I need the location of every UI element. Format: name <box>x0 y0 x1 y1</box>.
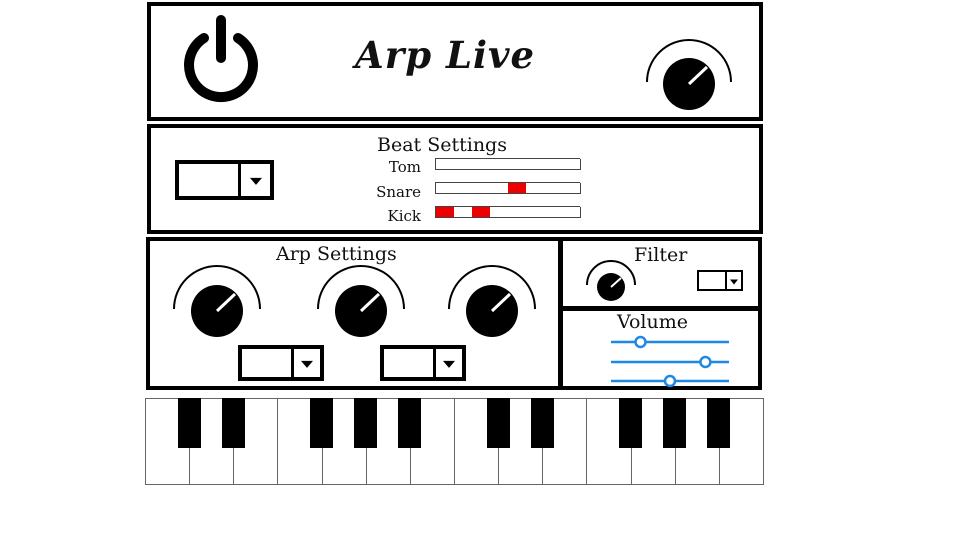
beat-step[interactable] <box>508 159 527 170</box>
piano-black-key[interactable] <box>530 398 554 448</box>
piano-black-key[interactable] <box>486 398 510 448</box>
beat-row-label-kick: Kick <box>387 207 422 225</box>
dropdown-arrow-icon <box>725 272 741 289</box>
volume-slider-1[interactable] <box>609 335 731 349</box>
filter-title: Filter <box>634 244 688 266</box>
piano-black-key[interactable] <box>354 398 378 448</box>
arp-dropdown-2[interactable] <box>380 345 466 381</box>
beat-step[interactable] <box>508 183 527 194</box>
arp-settings-title: Arp Settings <box>276 243 397 265</box>
beat-settings-title: Beat Settings <box>377 134 507 156</box>
volume-panel: Volume <box>559 307 762 390</box>
beat-step[interactable] <box>526 207 545 218</box>
beat-step[interactable] <box>436 159 455 170</box>
dropdown-arrow-icon <box>291 349 320 377</box>
beat-step[interactable] <box>562 159 581 170</box>
beat-step[interactable] <box>454 183 473 194</box>
app-title: Arp Live <box>355 33 536 77</box>
arp-knob-3[interactable] <box>444 261 540 341</box>
piano-black-key[interactable] <box>398 398 422 448</box>
piano-keyboard <box>145 398 764 485</box>
piano-black-key[interactable] <box>221 398 245 448</box>
beat-step[interactable] <box>454 159 473 170</box>
arp-dropdown-1[interactable] <box>238 345 324 381</box>
slider-thumb-icon <box>699 355 712 369</box>
beat-settings-panel: Beat Settings Tom Snare Kick <box>147 124 763 234</box>
filter-panel: Filter <box>559 237 762 310</box>
piano-black-key[interactable] <box>177 398 201 448</box>
slider-thumb-icon <box>634 335 647 349</box>
beat-step[interactable] <box>562 183 581 194</box>
dropdown-arrow-icon <box>433 349 462 377</box>
master-knob[interactable] <box>641 34 737 114</box>
beat-row-snare <box>435 182 581 194</box>
dropdown-arrow-icon <box>238 164 270 196</box>
beat-step[interactable] <box>490 159 509 170</box>
beat-step[interactable] <box>544 159 563 170</box>
beat-step[interactable] <box>526 159 545 170</box>
beat-row-kick <box>435 206 581 218</box>
beat-step[interactable] <box>544 207 563 218</box>
beat-step[interactable] <box>490 207 509 218</box>
piano-black-key[interactable] <box>619 398 643 448</box>
piano-black-key[interactable] <box>663 398 687 448</box>
volume-slider-3[interactable] <box>609 374 731 388</box>
arp-knob-1[interactable] <box>169 261 265 341</box>
beat-step[interactable] <box>508 207 527 218</box>
beat-step[interactable] <box>526 183 545 194</box>
arp-settings-panel: Arp Settings <box>146 237 562 390</box>
piano-black-key[interactable] <box>310 398 334 448</box>
beat-step[interactable] <box>454 207 473 218</box>
beat-step[interactable] <box>436 183 455 194</box>
beat-row-label-snare: Snare <box>376 183 421 201</box>
beat-step[interactable] <box>436 207 455 218</box>
beat-step[interactable] <box>562 207 581 218</box>
beat-step[interactable] <box>490 183 509 194</box>
volume-title: Volume <box>617 311 688 333</box>
beat-row-tom <box>435 158 581 170</box>
beat-step[interactable] <box>472 183 491 194</box>
arp-knob-2[interactable] <box>313 261 409 341</box>
slider-thumb-icon <box>663 374 677 388</box>
filter-dropdown[interactable] <box>697 270 743 291</box>
piano-black-key[interactable] <box>707 398 731 448</box>
volume-slider-2[interactable] <box>609 355 731 369</box>
beat-step[interactable] <box>472 159 491 170</box>
beat-pattern-dropdown[interactable] <box>175 160 274 200</box>
power-icon[interactable] <box>179 14 263 106</box>
header-panel: Arp Live <box>147 2 763 121</box>
beat-step[interactable] <box>544 183 563 194</box>
beat-step[interactable] <box>472 207 491 218</box>
beat-row-label-tom: Tom <box>388 158 421 176</box>
filter-knob[interactable] <box>584 258 638 304</box>
